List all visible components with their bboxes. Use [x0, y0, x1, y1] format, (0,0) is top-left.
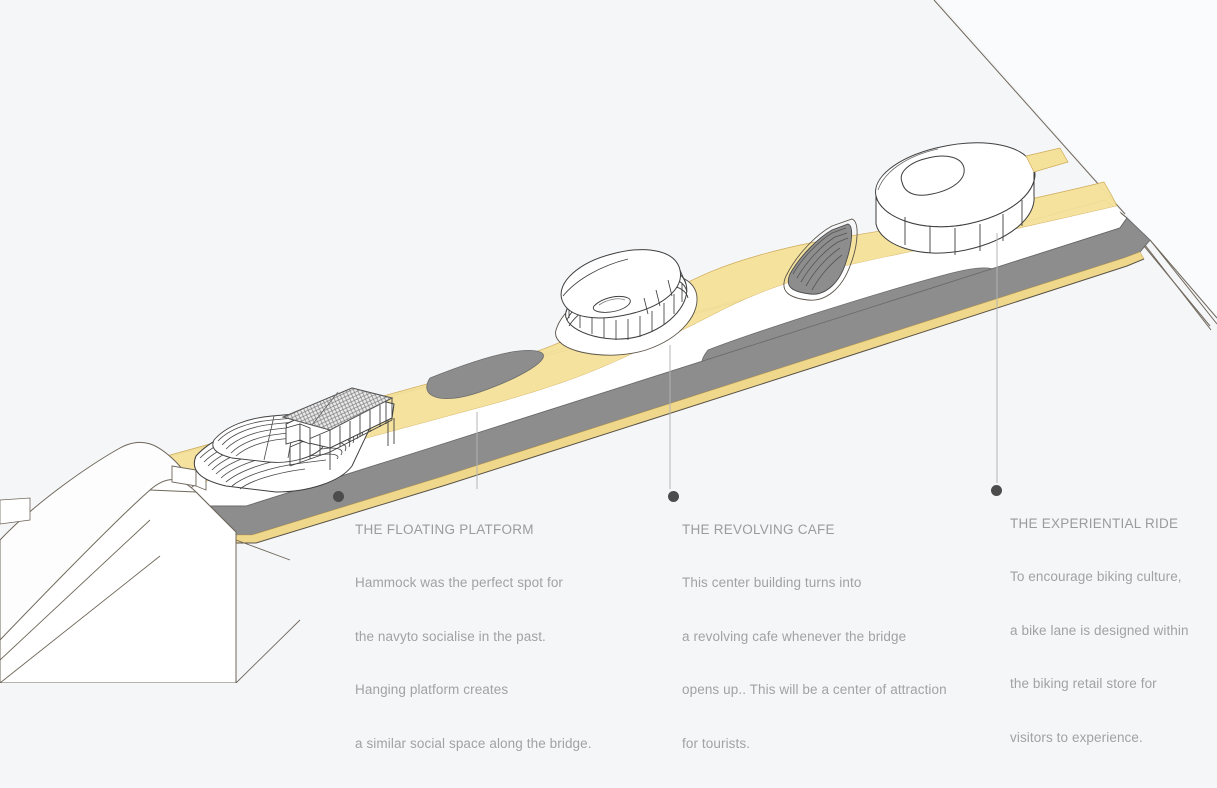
annotation-line: To encourage biking culture, [1010, 569, 1182, 584]
revolving-cafe-building [555, 249, 698, 356]
annotation-dot-experiential-ride [991, 485, 1002, 496]
diagram-canvas: THE FLOATING PLATFORM Hammock was the pe… [0, 0, 1217, 751]
retail-store-building [875, 142, 1036, 255]
annotation-line: the biking retail store for [1010, 676, 1157, 691]
annotation-layer: THE FLOATING PLATFORM Hammock was the pe… [333, 485, 1189, 751]
annotation-dot-revolving-cafe [668, 491, 679, 502]
annotation-dot-floating-platform [333, 491, 344, 502]
leader-lines [476, 233, 998, 489]
annotation-line: for tourists. [682, 735, 751, 751]
annotation-line: This center building turns into [682, 575, 862, 590]
annotation-title-revolving-cafe: THE REVOLVING CAFE [682, 522, 835, 537]
annotation-line: visitors to experience. [1010, 729, 1143, 745]
deck-surface-white [160, 206, 1124, 506]
store-mullions [904, 200, 1023, 255]
annotation-line: a similar social space along the bridge. [355, 735, 592, 751]
annotation-title-floating-platform: THE FLOATING PLATFORM [355, 522, 534, 537]
annotation-line: a revolving cafe whenever the bridge [682, 628, 907, 644]
yellow-lane-patch [1025, 147, 1069, 173]
annotation-line: Hanging platform creates [355, 682, 509, 697]
shoreline-landmass [0, 441, 301, 683]
annotation-line: the navyto socialise in the past. [355, 628, 546, 644]
annotation-line: opens up.. This will be a center of attr… [682, 682, 947, 697]
deck-terminus [1143, 239, 1217, 327]
annotation-line: a bike lane is designed within [1010, 622, 1189, 638]
architectural-scene [0, 0, 1217, 683]
gray-walkway-band [195, 217, 1151, 544]
floating-platform-structure [194, 387, 395, 493]
annotation-line: Hammock was the perfect spot for [355, 575, 564, 590]
annotation-title-experiential-ride: THE EXPERIENTIAL RIDE [1010, 516, 1179, 531]
stepped-ramp-triangle [783, 218, 858, 301]
